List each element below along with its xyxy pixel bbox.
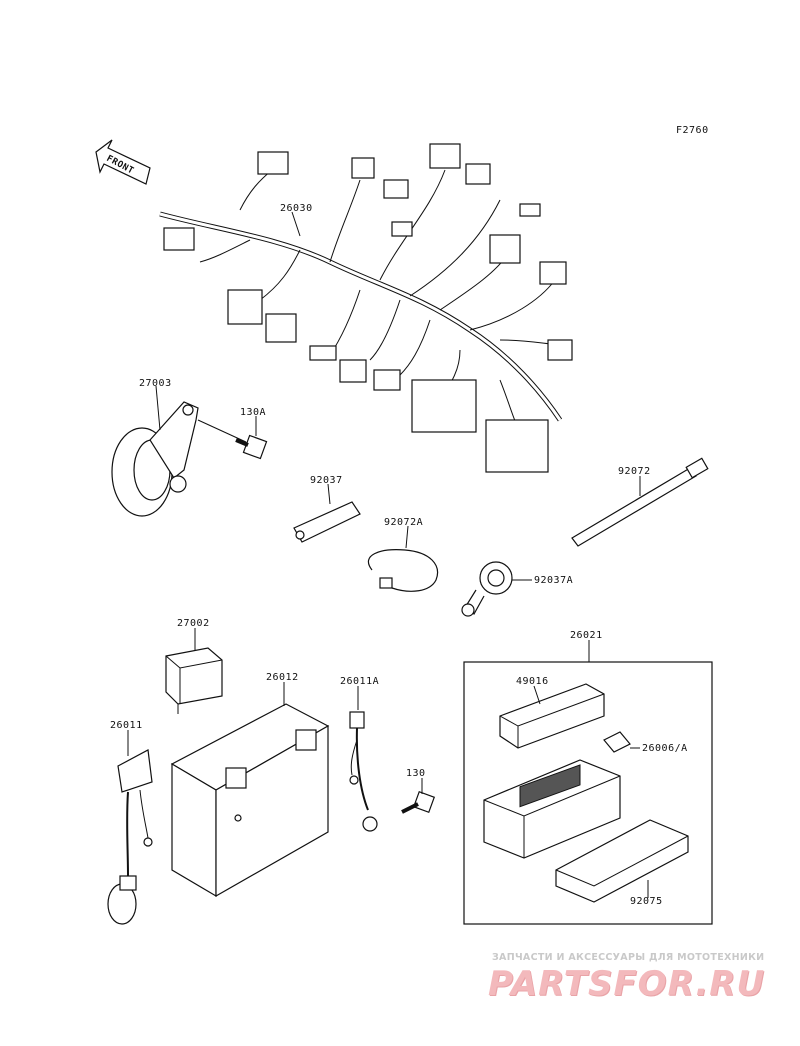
label-relay: 27002 [177,618,210,629]
band-short [367,549,439,592]
label-fuse: 26006/A [642,743,688,754]
fuse-box [483,759,621,859]
watermark-tagline: ЗАПЧАСТИ И АКСЕССУАРЫ ДЛЯ МОТОТЕХНИКИ [492,952,765,963]
label-horn: 27003 [139,378,172,389]
label-band-short: 92072A [384,517,423,528]
fuse [603,731,631,753]
label-harness: 26030 [280,203,313,214]
ignition-lead [107,749,153,925]
horn [111,401,199,517]
label-battery-lead: 26011A [340,676,379,687]
fuse-holder [555,819,689,903]
leader-clamp-plate [327,483,331,505]
fuse-box-frame [463,661,713,925]
clamp-ring [461,561,513,617]
wiring-harness [159,143,573,473]
label-clamp-plate: 92037 [310,475,343,486]
label-fuse-box-assy: 26021 [570,630,603,641]
horn-bolt [197,419,268,460]
leader-harness [291,211,301,237]
fuse-cover [499,683,605,749]
label-battery: 26012 [266,672,299,683]
leader-band-short [405,525,409,549]
band-long [571,457,709,547]
clamp-plate [293,501,361,543]
leader-fuse-cover [533,685,541,705]
front-arrow-icon: FRONT [95,139,151,185]
label-fuse-cover: 49016 [516,676,549,687]
label-fuse-holder: 92075 [630,896,663,907]
label-clamp-ring: 92037A [534,575,573,586]
figure-code: F2760 [676,125,709,136]
label-band-long: 92072 [618,466,651,477]
watermark-logo: PARTSFOR.RU [488,964,766,1004]
label-ignition-lead: 26011 [110,720,143,731]
label-lead-bolt: 130 [406,768,426,779]
label-horn-bolt: 130A [240,407,266,418]
leader-horn [155,385,161,431]
relay [165,647,223,714]
battery [170,703,330,898]
battery-lead [349,711,378,832]
lead-bolt [401,790,436,814]
